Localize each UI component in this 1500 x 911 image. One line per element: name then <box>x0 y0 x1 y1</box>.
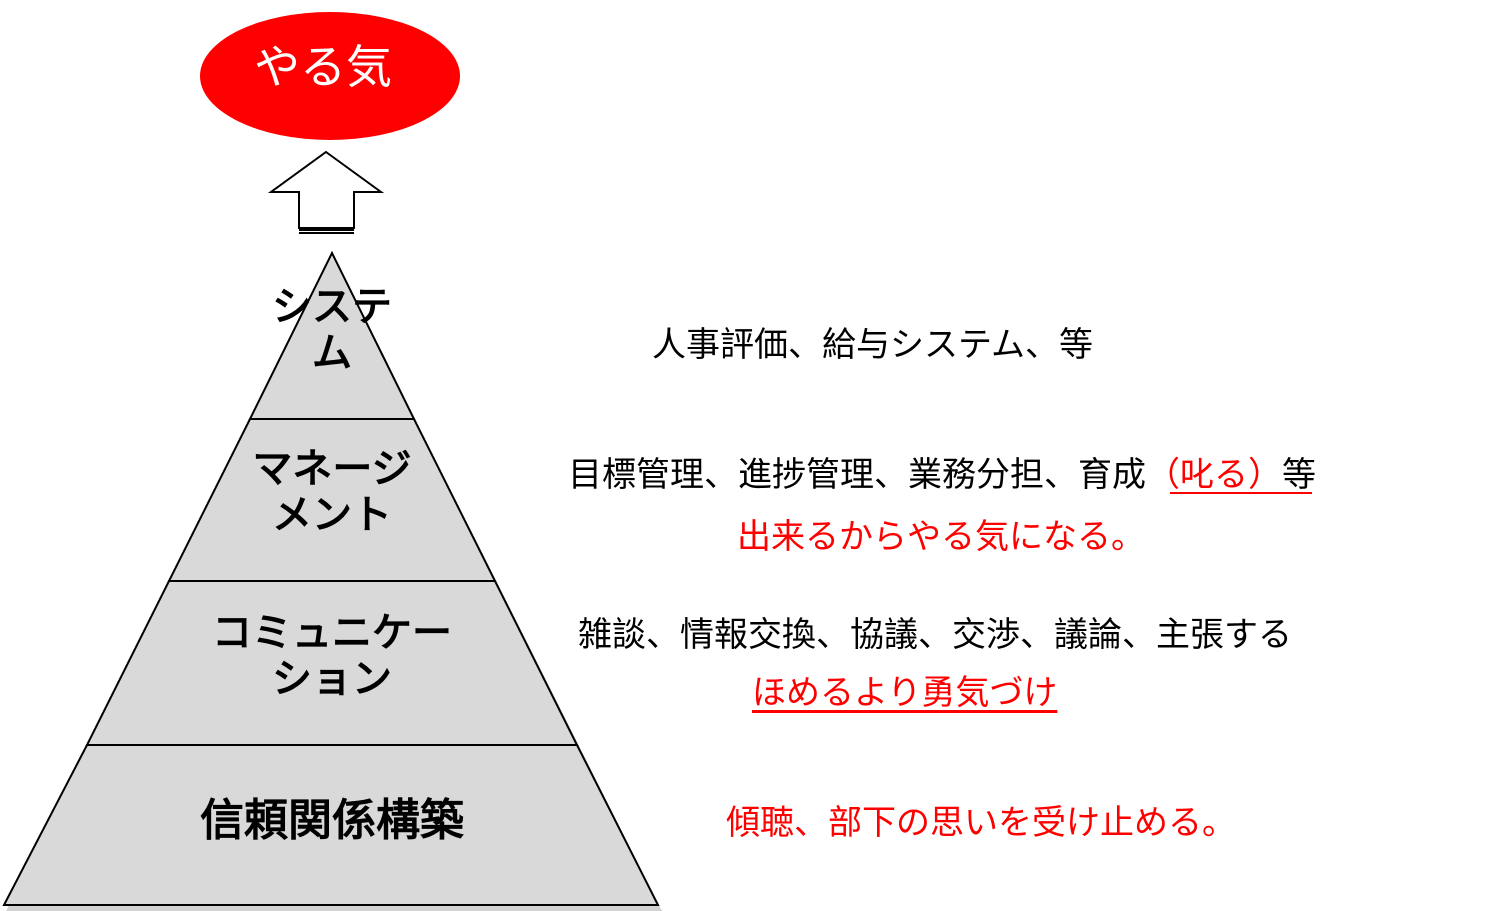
up-arrow-icon <box>267 150 385 234</box>
layer-label-system-line1: システ <box>272 284 392 330</box>
layer-label-management-line1: マネージ <box>252 446 412 492</box>
layer-label-communication-line1: コミュニケー <box>212 610 452 656</box>
layer-label-trust-line1: 信頼関係構築 <box>200 795 464 846</box>
layer-label-system: システ ム <box>232 284 432 376</box>
goal-ellipse <box>200 12 460 140</box>
layer-label-management: マネージ メント <box>182 446 482 538</box>
layer-label-system-line2: ム <box>312 330 352 376</box>
trust-description: 傾聴、部下の思いを受け止める。 <box>726 803 1236 843</box>
management-note: 出来るからやる気になる。 <box>737 517 1145 557</box>
management-description-tail: 等 <box>1282 455 1316 495</box>
layer-label-trust: 信頼関係構築 <box>132 795 532 847</box>
management-description: 目標管理、進捗管理、業務分担、育成（叱る）等 <box>568 458 1316 492</box>
management-description-main: 目標管理、進捗管理、業務分担、育成 <box>568 455 1146 495</box>
layer-label-management-line2: メント <box>272 492 392 538</box>
pyramid-layer-system <box>248 250 416 420</box>
layer-label-communication: コミュニケー ション <box>162 610 502 702</box>
management-description-highlight: （叱る） <box>1146 455 1282 495</box>
communication-description: 雑談、情報交換、協議、交渉、議論、主張する <box>578 615 1292 655</box>
layer-label-communication-line2: ション <box>272 656 392 702</box>
system-description: 人事評価、給与システム、等 <box>652 325 1093 365</box>
goal-label: やる気 <box>254 40 392 94</box>
communication-note: ほめるより勇気づけ <box>752 673 1058 713</box>
